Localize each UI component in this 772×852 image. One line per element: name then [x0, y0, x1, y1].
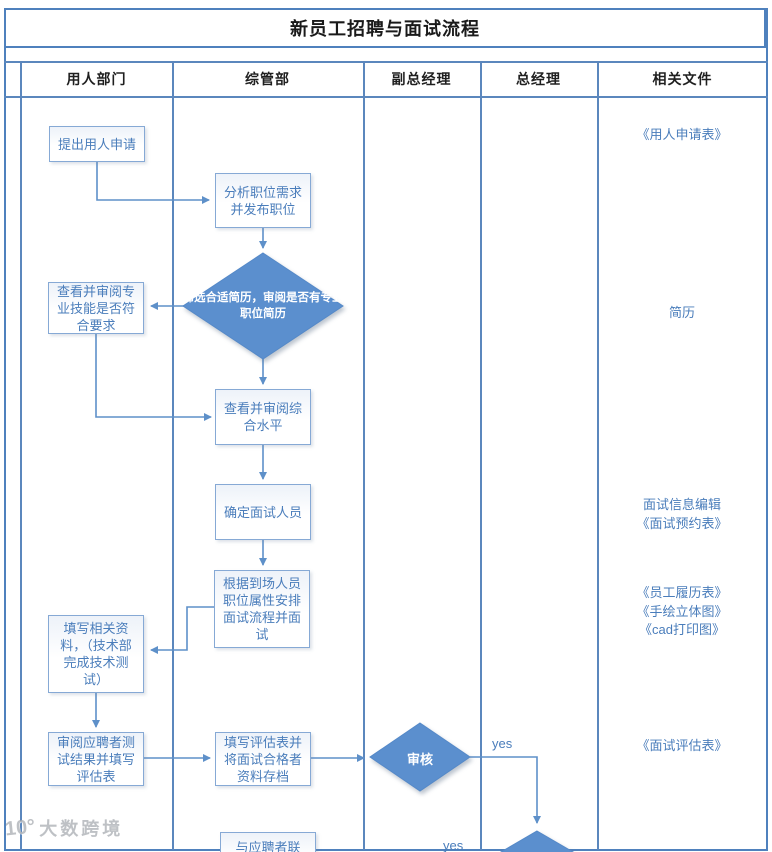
decision-screen-resumes	[182, 252, 344, 360]
edge-arrange-to-materials	[150, 606, 214, 654]
edge-submit-to-analyze	[96, 162, 210, 204]
box-confirm-interviewees-label: 确定面试人员	[223, 504, 302, 520]
box-review-skills: 查看并审阅专业技能是否符合要求	[48, 282, 144, 334]
lane-line-2	[363, 61, 365, 850]
lane-line-1	[172, 61, 174, 850]
edge-review-skills-to-overall	[95, 334, 212, 421]
box-fill-materials: 填写相关资料，（技术部完成技术测试）	[48, 615, 144, 693]
watermark-text: 大数跨境	[39, 819, 124, 839]
edge-vp-to-gm	[470, 756, 541, 824]
decision-vp-review	[369, 722, 471, 792]
box-arrange-interview-label: 根据到场人员职位属性安排面试流程并面试	[222, 576, 301, 642]
box-review-test-label: 审阅应聘者测试结果并填写评估表	[56, 734, 135, 784]
header-bottom-line	[4, 96, 768, 98]
page-title: 新员工招聘与面试流程	[4, 8, 766, 48]
box-review-test: 审阅应聘者测试结果并填写评估表	[48, 732, 144, 786]
box-archive-qualified-label: 填写评估表并将面试合格者资料存档	[223, 734, 302, 784]
box-analyze-position: 分析职位需求并发布职位	[215, 173, 311, 228]
box-submit-request: 提出用人申请	[49, 126, 145, 162]
lane-line-margin	[20, 61, 22, 850]
lane-header-hiring-dept: 用人部门	[66, 71, 127, 87]
box-submit-request-label: 提出用人申请	[57, 136, 136, 152]
lane-header-docs: 相关文件	[652, 71, 713, 87]
doc-resume: 简历	[668, 305, 695, 320]
lane-header-gm: 总经理	[516, 71, 561, 87]
box-contact-applicant: 与应聘者联	[220, 832, 316, 852]
box-fill-materials-label: 填写相关资料，（技术部完成技术测试）	[60, 621, 132, 687]
border-left	[4, 8, 6, 851]
box-contact-applicant-label: 与应聘者联	[235, 840, 301, 852]
watermark-logo-icon: 10°	[3, 814, 37, 841]
box-review-overall-label: 查看并审阅综合水平	[223, 401, 302, 433]
border-right	[766, 8, 768, 851]
box-arrange-interview: 根据到场人员职位属性安排面试流程并面试	[214, 570, 310, 648]
doc-interview-evaluation: 《面试评估表》	[636, 738, 728, 753]
doc-application-form: 《用人申请表》	[636, 127, 728, 142]
lane-header-admin-dept: 综管部	[245, 71, 290, 87]
doc-interview-booking: 面试信息编辑 《面试预约表》	[636, 497, 728, 531]
border-bottom	[4, 849, 768, 851]
watermark: 10° 大数跨境	[3, 814, 124, 841]
lane-line-4	[597, 61, 599, 850]
box-archive-qualified: 填写评估表并将面试合格者资料存档	[215, 732, 311, 786]
lane-header-deputy-gm: 副总经理	[391, 71, 452, 87]
box-analyze-position-label: 分析职位需求并发布职位	[223, 184, 302, 217]
edge-label-vp-yes: yes	[492, 736, 513, 751]
box-confirm-interviewees: 确定面试人员	[215, 484, 311, 540]
edge-label-gm-yes: yes	[443, 838, 464, 852]
box-review-skills-label: 查看并审阅专业技能是否符合要求	[56, 283, 135, 333]
doc-employee-cv-set: 《员工履历表》 《手绘立体图》 《cad打印图》	[636, 585, 728, 637]
decision-gm-review	[499, 830, 575, 852]
header-top-line	[4, 61, 768, 63]
lane-line-3	[480, 61, 482, 850]
box-review-overall: 查看并审阅综合水平	[215, 389, 311, 445]
